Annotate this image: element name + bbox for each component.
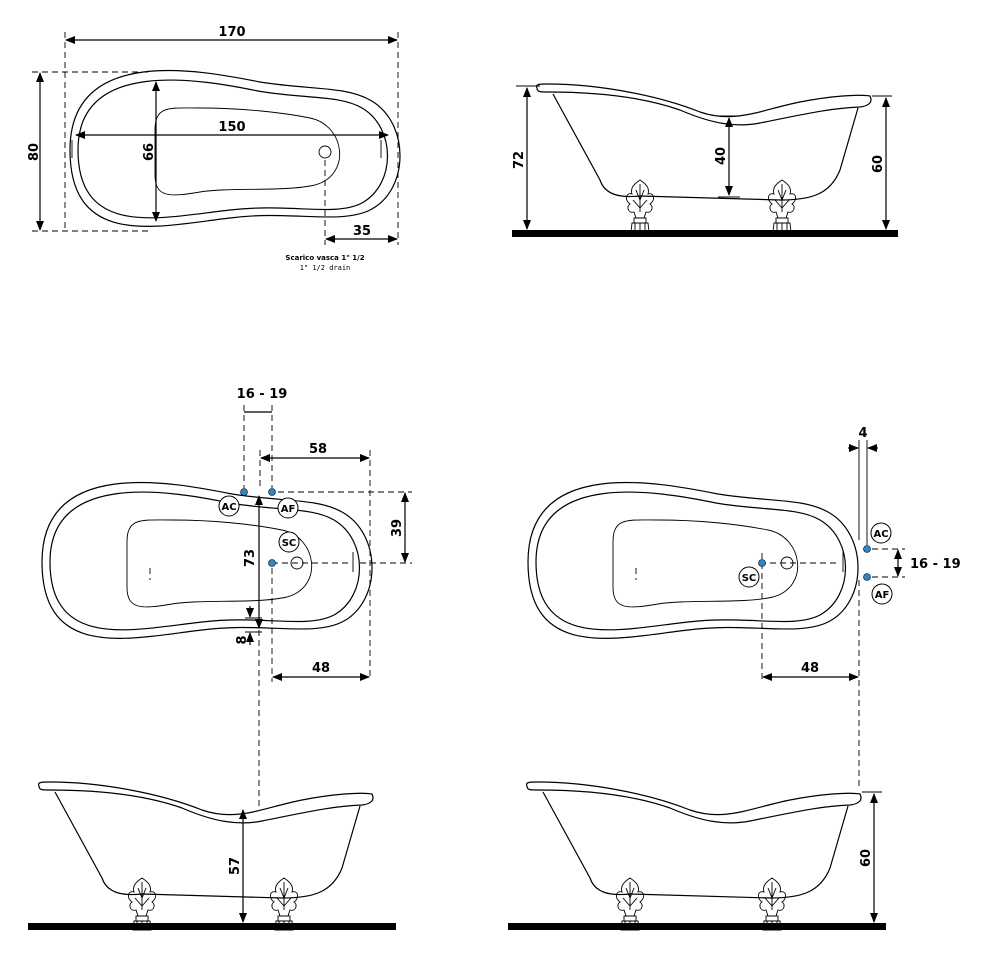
floor-line (512, 230, 898, 237)
bottom-left-plan-view: AC AF SC 16 - 19 58 39 73 8 (41, 387, 412, 808)
dim-width: 80 (27, 143, 42, 161)
hot-tap-dot-right (863, 545, 871, 553)
badge-cold: AF (277, 497, 299, 519)
dim-drain-offset: 35 (353, 224, 371, 239)
badge-drain-right: SC (738, 566, 760, 588)
svg-text:SC: SC (742, 573, 757, 584)
svg-text:SC: SC (282, 538, 297, 549)
bottom-right-plan-view: AC AF SC 4 16 - 19 48 (527, 426, 961, 790)
dim-tap-offset: 39 (390, 519, 405, 537)
cold-tap-dot (268, 488, 276, 496)
svg-text:AF: AF (281, 504, 296, 515)
top-side-view: 72 40 60 (512, 83, 898, 237)
dim-tap-spacing: 16 - 19 (237, 387, 288, 402)
bottom-right-side-view: 60 (508, 781, 886, 931)
drain-caption-it: Scarico vasca 1" 1/2 (285, 254, 364, 262)
dim-drain-offset-left: 48 (312, 661, 330, 676)
badge-cold-right: AF (871, 583, 893, 605)
drain-circle (318, 145, 332, 159)
dim-tap-to-drain: 58 (309, 442, 327, 457)
drain-caption-en: 1" 1/2 drain (300, 264, 351, 272)
dim-wall-gap: 8 (235, 635, 250, 644)
drain-dot-right (758, 559, 766, 567)
badge-hot: AC (218, 495, 240, 517)
dim-depth: 40 (714, 147, 729, 165)
dim-length: 170 (218, 25, 245, 40)
floor-line-right (508, 923, 886, 930)
dim-inner-length: 150 (218, 120, 245, 135)
dim-gap: 4 (858, 426, 867, 441)
svg-text:AC: AC (221, 502, 236, 513)
bottom-left-side-view: 57 (28, 781, 396, 931)
dim-inner-width: 66 (142, 143, 157, 161)
dim-rim-height: 60 (871, 155, 886, 173)
hot-tap-dot (240, 488, 248, 496)
dim-rim-height-left: 57 (228, 857, 243, 875)
badge-hot-right: AC (870, 522, 892, 544)
badge-drain: SC (278, 531, 300, 553)
top-plan-view: 170 150 80 66 35 Scarico vasca 1" 1/2 1"… (27, 25, 401, 272)
svg-text:AC: AC (873, 529, 888, 540)
drain-dot (268, 559, 276, 567)
dim-total-height: 72 (512, 151, 527, 169)
dim-rim-height-right: 60 (859, 849, 874, 867)
dim-tap-to-wall: 73 (243, 549, 258, 567)
dim-tap-spacing-right: 16 - 19 (910, 557, 961, 572)
dim-drain-offset-right: 48 (801, 661, 819, 676)
svg-text:AF: AF (875, 590, 890, 601)
floor-line-left (28, 923, 396, 930)
cold-tap-dot-right (863, 573, 871, 581)
